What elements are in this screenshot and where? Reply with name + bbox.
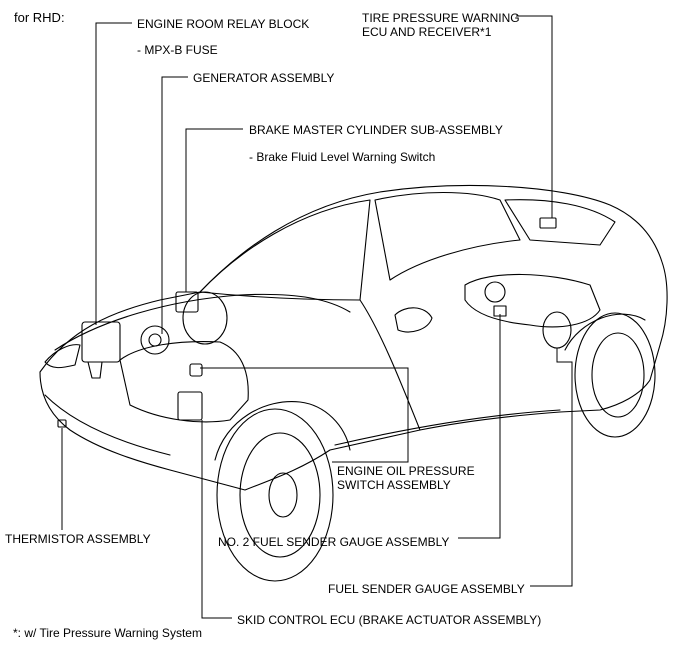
brake-booster: [182, 291, 228, 345]
headlight: [44, 344, 81, 369]
leader-engine-oil-pressure-switch: [200, 367, 409, 463]
car-body-outline: [39, 185, 668, 491]
front-wheel-rim: [239, 432, 321, 558]
callout-engine-oil-pressure-switch: ENGINE OIL PRESSURE SWITCH ASSEMBLY: [337, 464, 475, 492]
relay-block-bracket: [87, 361, 103, 379]
leader-no2-fuel-sender-gauge: [458, 314, 501, 539]
hood-line: [54, 293, 351, 351]
oil-pressure-switch-shape: [189, 363, 203, 377]
callout-no2-fuel-sender-gauge: NO. 2 FUEL SENDER GAUGE ASSEMBLY: [218, 535, 450, 549]
rear-wheel: [574, 312, 656, 438]
side-mirror: [394, 307, 433, 333]
leader-generator-assembly: [161, 76, 188, 334]
front-wheel-hub: [268, 472, 298, 518]
fuel-tank: [464, 273, 601, 328]
leader-fuel-sender-gauge: [530, 348, 573, 587]
brake-master-cylinder-shape: [175, 291, 199, 313]
leader-skid-control-ecu: [201, 420, 232, 619]
side-window-rear: [504, 199, 616, 246]
callout-mpx-b-fuse: - MPX-B FUSE: [137, 43, 218, 57]
callout-thermistor-assembly: THERMISTOR ASSEMBLY: [5, 532, 151, 546]
leader-brake-master-cylinder: [185, 128, 243, 292]
no2-fuel-sender-shape: [484, 281, 506, 303]
front-bumper: [44, 394, 171, 456]
windshield: [199, 199, 371, 301]
engine-block: [119, 341, 249, 423]
footnote: *: w/ Tire Pressure Warning System: [13, 626, 202, 640]
rear-wheel-rim: [591, 332, 645, 418]
callout-engine-room-relay-block: ENGINE ROOM RELAY BLOCK: [137, 17, 310, 31]
callout-brake-master-cylinder: BRAKE MASTER CYLINDER SUB-ASSEMBLY: [249, 123, 503, 137]
side-window-front: [374, 191, 521, 281]
tire-pressure-ecu-shape: [539, 217, 557, 229]
generator-shape: [140, 325, 170, 355]
callout-tire-pressure-ecu: TIRE PRESSURE WARNING ECU AND RECEIVER*1: [362, 11, 520, 39]
callout-skid-control-ecu: SKID CONTROL ECU (BRAKE ACTUATOR ASSEMBL…: [237, 613, 542, 627]
front-wheel: [216, 408, 334, 582]
door-sill: [334, 409, 561, 446]
door-line: [359, 299, 421, 431]
variant-label: for RHD:: [14, 10, 65, 25]
leader-tire-pressure-ecu: [516, 15, 553, 218]
leader-engine-room-relay-block: [95, 22, 132, 325]
relay-block-shape: [81, 321, 121, 363]
thermistor-shape: [57, 419, 67, 428]
callout-generator-assembly: GENERATOR ASSEMBLY: [193, 71, 335, 85]
rear-wheel-arch: [564, 313, 646, 351]
callout-brake-fluid-level-switch: - Brake Fluid Level Warning Switch: [249, 150, 436, 164]
front-wheel-arch: [214, 400, 351, 461]
callout-fuel-sender-gauge: FUEL SENDER GAUGE ASSEMBLY: [328, 582, 525, 596]
skid-control-ecu-shape: [177, 391, 203, 421]
